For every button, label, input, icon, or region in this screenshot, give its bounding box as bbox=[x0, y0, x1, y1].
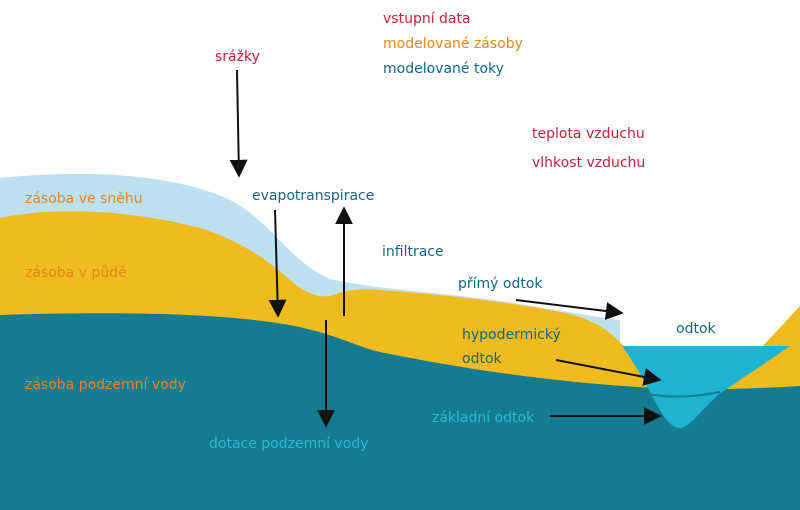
legend-modeled-stores: modelované zásoby bbox=[383, 36, 523, 52]
legend-modeled-flows: modelované toky bbox=[383, 61, 504, 77]
subsurface-runoff-label-line1: hypodermický bbox=[462, 327, 561, 343]
evapotranspiration-label: evapotranspirace bbox=[252, 188, 375, 204]
river-channel bbox=[622, 346, 790, 428]
groundwater-river-line bbox=[639, 391, 721, 398]
soil-down-arrow bbox=[268, 209, 287, 318]
groundwater-store-label: zásoba podzemní vody bbox=[25, 377, 186, 393]
snow-store-label: zásoba ve sněhu bbox=[25, 191, 143, 207]
air-humidity-label: vlhkost vzduchu bbox=[532, 155, 646, 171]
air-temperature-label: teplota vzduchu bbox=[532, 126, 645, 142]
precipitation-arrow bbox=[229, 69, 248, 178]
legend-input-data: vstupní data bbox=[383, 11, 471, 27]
infiltration-label: infiltrace bbox=[382, 244, 444, 260]
soil-store-label: zásoba v půdě bbox=[25, 265, 127, 281]
precipitation-label: srážky bbox=[215, 49, 260, 65]
subsurface-runoff-arrow bbox=[555, 359, 662, 386]
groundwater-layer bbox=[0, 313, 800, 510]
groundwater-recharge-label: dotace podzemní vody bbox=[209, 436, 369, 452]
subsurface-runoff-label-line2: odtok bbox=[462, 351, 502, 367]
runoff-label: odtok bbox=[676, 321, 716, 337]
direct-runoff-label: přímý odtok bbox=[458, 276, 543, 292]
direct-runoff-arrow bbox=[515, 299, 624, 320]
base-runoff-label: základní odtok bbox=[432, 410, 535, 426]
